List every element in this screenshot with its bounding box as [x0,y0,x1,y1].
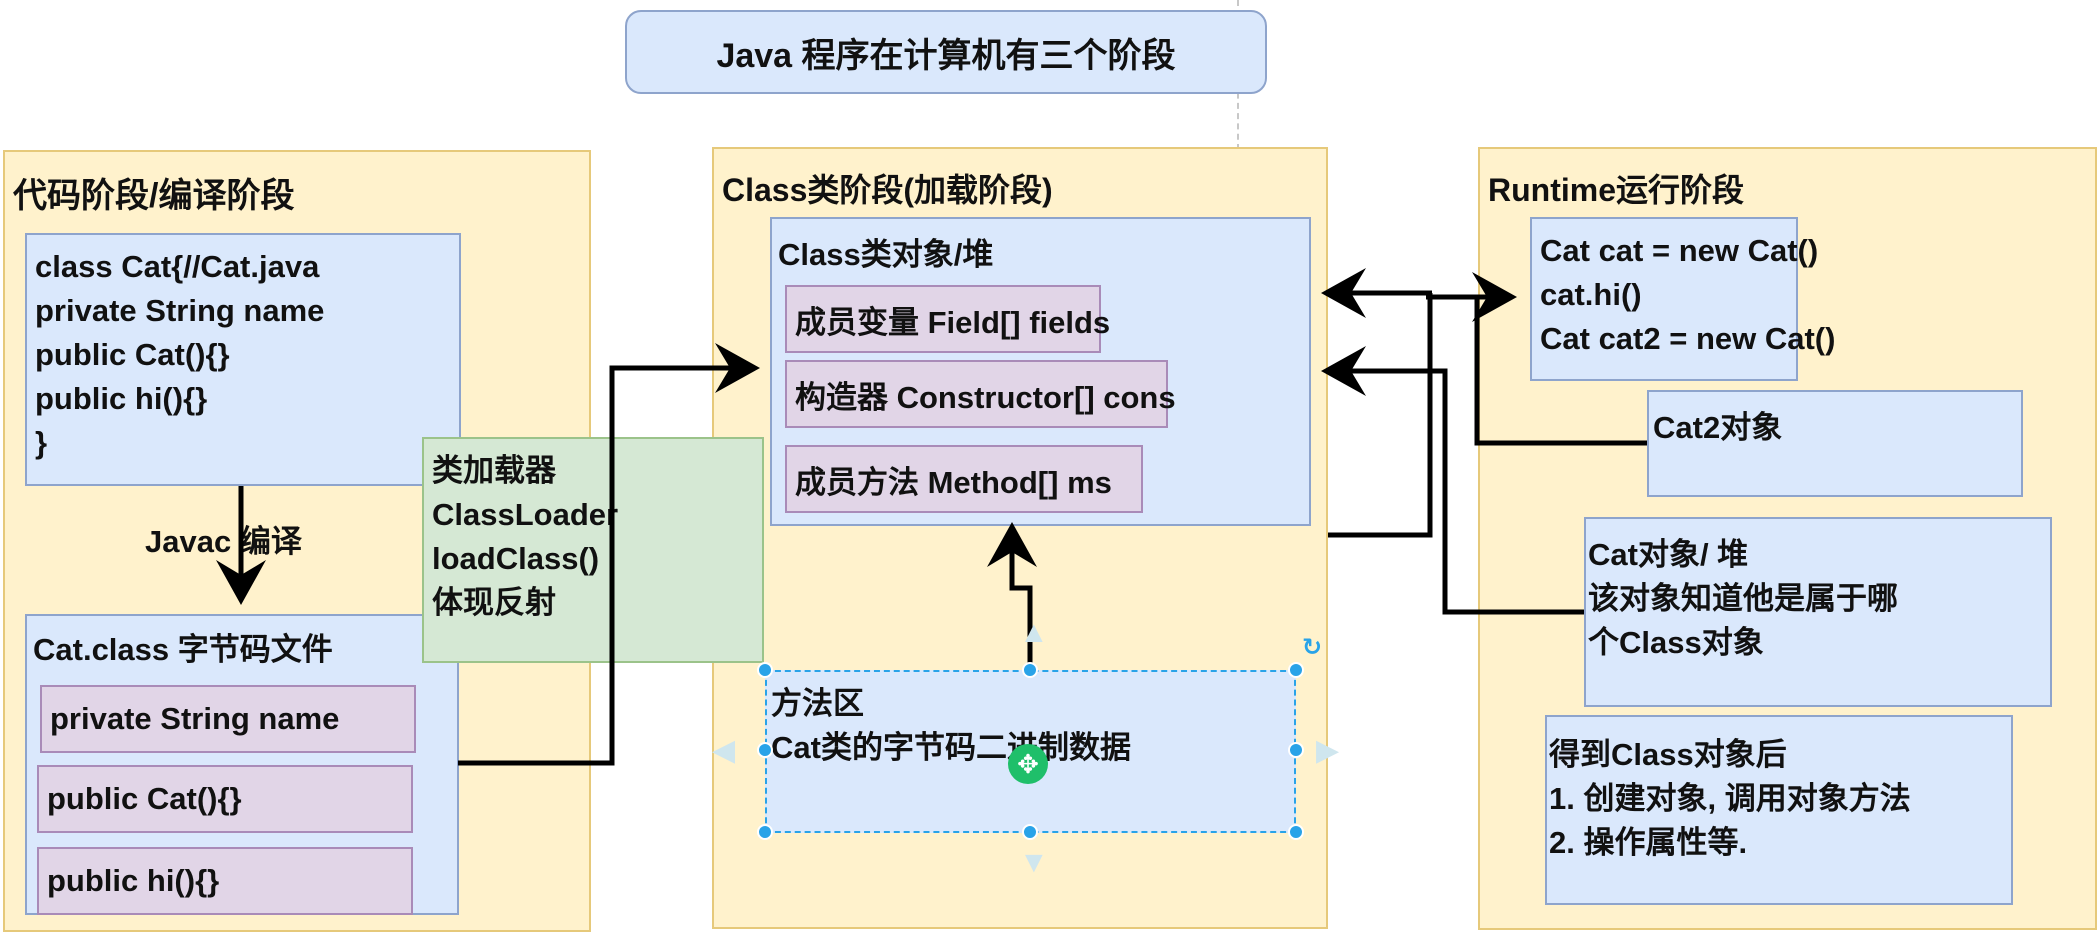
cat-object-arrow[interactable] [1321,346,1584,615]
member-label: 成员方法 Method[] ms [795,464,1112,500]
load-arrow[interactable] [458,343,760,766]
runtime-stage-title: Runtime运行阶段 [1488,172,1745,208]
resize-handle-right[interactable] [1288,742,1304,758]
move-cursor-icon: ✥ [1008,744,1048,784]
class-stage-title: Class类阶段(加载阶段) [722,172,1053,208]
runtime-code-line: Cat cat = new Cat() [1540,233,1819,268]
resize-handle-bottom[interactable] [1022,824,1038,840]
connect-arrow-left-icon[interactable]: ◀ [712,734,736,767]
source-line: } [35,425,48,460]
class-stage-connector[interactable] [1328,293,1433,538]
rotate-icon[interactable]: ↻ [1302,634,1323,661]
connect-arrow-down-icon[interactable]: ▼ [1019,846,1049,879]
resize-handle-top-right[interactable] [1288,662,1304,678]
source-line: class Cat{//Cat.java [35,249,320,284]
after-class-line: 1. 创建对象, 调用对象方法 [1549,781,1911,816]
code-stage-title: 代码阶段/编译阶段 [13,177,295,215]
cat2-object-label: Cat2对象 [1653,410,1783,445]
classloader-box[interactable]: 类加载器 ClassLoader loadClass() 体现反射 [422,437,764,663]
resize-handle-left[interactable] [757,742,773,758]
runtime-code-line: cat.hi() [1540,277,1642,312]
source-line: private String name [35,293,325,328]
classloader-line: 类加载器 [432,453,556,488]
member-label: 成员变量 Field[] fields [795,304,1111,340]
resize-handle-top-left[interactable] [757,662,773,678]
member-label: 构造器 Constructor[] cons [795,379,1176,415]
cat-object-line: Cat对象/ 堆 [1588,537,1749,572]
source-line: public hi(){} [35,381,208,416]
classloader-line: 体现反射 [432,585,556,620]
cat-object-line: 个Class对象 [1588,625,1764,660]
diagram-title-text: Java 程序在计算机有三个阶段 [716,36,1176,75]
member-label: public hi(){} [47,863,220,898]
method-area-arrow[interactable] [987,522,1037,670]
bytecode-member-field[interactable]: private String name [40,685,416,753]
method-area-description: Cat类的字节码二进制数据 [771,730,1131,765]
runtime-code-box[interactable]: Cat cat = new Cat() cat.hi() Cat cat2 = … [1530,217,1836,381]
compile-label: Javac 编译 [145,524,302,559]
resize-handle-top[interactable] [1022,662,1038,678]
bytecode-member-method[interactable]: public hi(){} [37,847,413,915]
connect-arrow-up-icon[interactable]: ▲ [1019,616,1049,649]
resize-handle-bottom-left[interactable] [757,824,773,840]
after-class-object-box[interactable]: 得到Class对象后 1. 创建对象, 调用对象方法 2. 操作属性等. [1545,715,2013,905]
class-member-fields[interactable]: 成员变量 Field[] fields [785,285,1110,353]
after-class-line: 2. 操作属性等. [1549,825,1748,860]
class-member-methods[interactable]: 成员方法 Method[] ms [785,445,1143,513]
source-line: public Cat(){} [35,337,230,372]
classloader-line: loadClass() [432,541,600,576]
cat-object-box[interactable]: Cat对象/ 堆 该对象知道他是属于哪 个Class对象 [1584,517,2052,707]
source-code-box[interactable]: class Cat{//Cat.java private String name… [25,233,461,486]
bytecode-title: Cat.class 字节码文件 [33,632,333,667]
member-label: private String name [50,701,340,736]
member-label: public Cat(){} [47,781,242,816]
connect-arrow-right-icon[interactable]: ▶ [1316,734,1340,767]
classloader-line: ClassLoader [432,497,619,532]
runtime-code-line: Cat cat2 = new Cat() [1540,321,1836,356]
diagram-title[interactable]: Java 程序在计算机有三个阶段 [625,10,1267,94]
class-object-title: Class类对象/堆 [778,237,994,272]
cat-object-line: 该对象知道他是属于哪 [1588,581,1898,616]
resize-handle-bottom-right[interactable] [1288,824,1304,840]
after-class-line: 得到Class对象后 [1549,737,1787,772]
method-area-title: 方法区 [771,686,864,721]
cat2-connector[interactable] [1474,297,1647,446]
bytecode-member-constructor[interactable]: public Cat(){} [37,765,413,833]
cat2-object-box[interactable]: Cat2对象 [1647,390,2023,497]
class-member-constructors[interactable]: 构造器 Constructor[] cons [785,360,1176,428]
